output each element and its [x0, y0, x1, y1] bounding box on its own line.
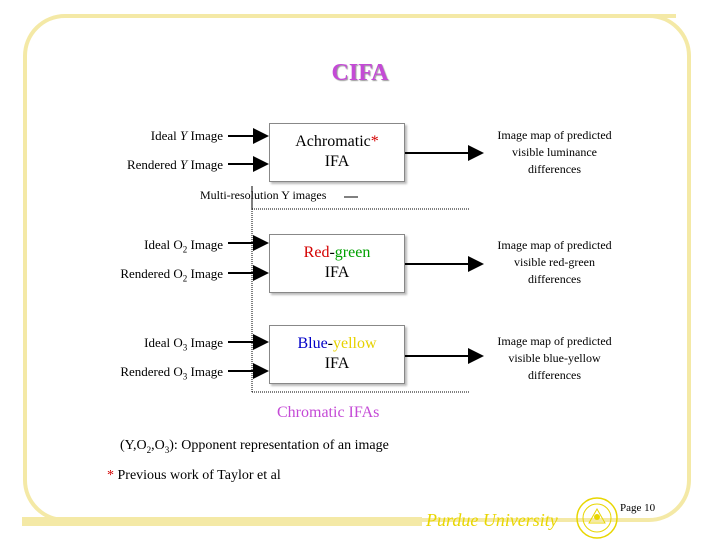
opponent-note: (Y,O2,O3): Opponent representation of an… [120, 438, 389, 455]
chromatic-ifas-label: Chromatic IFAs [277, 404, 380, 421]
achromatic-ifa-box: Achromatic* IFA [269, 123, 405, 182]
rendered-o2-label: Rendered O2 Image [120, 266, 223, 284]
blue-yellow-ifa-box: Blue-yellow IFA [269, 325, 405, 384]
ideal-o3-label: Ideal O3 Image [144, 335, 223, 353]
rendered-y-label: Rendered Y Image [126, 157, 223, 172]
slide-title: CIFA [331, 60, 389, 86]
red-green-ifa-box: Red-green IFA [269, 234, 405, 293]
page-number: Page 10 [620, 502, 656, 514]
footer-bar [22, 517, 422, 526]
purdue-wordmark: Purdue University [426, 510, 558, 530]
purdue-seal-icon [576, 497, 618, 539]
ideal-o2-label: Ideal O2 Image [144, 237, 223, 255]
rendered-o3-label: Rendered O3 Image [120, 364, 223, 382]
ideal-y-label: Ideal Y Image [150, 128, 223, 143]
previous-work-note: * Previous work of Taylor et al [107, 468, 281, 483]
multires-caption: Multi-resolution Y images [200, 188, 327, 202]
